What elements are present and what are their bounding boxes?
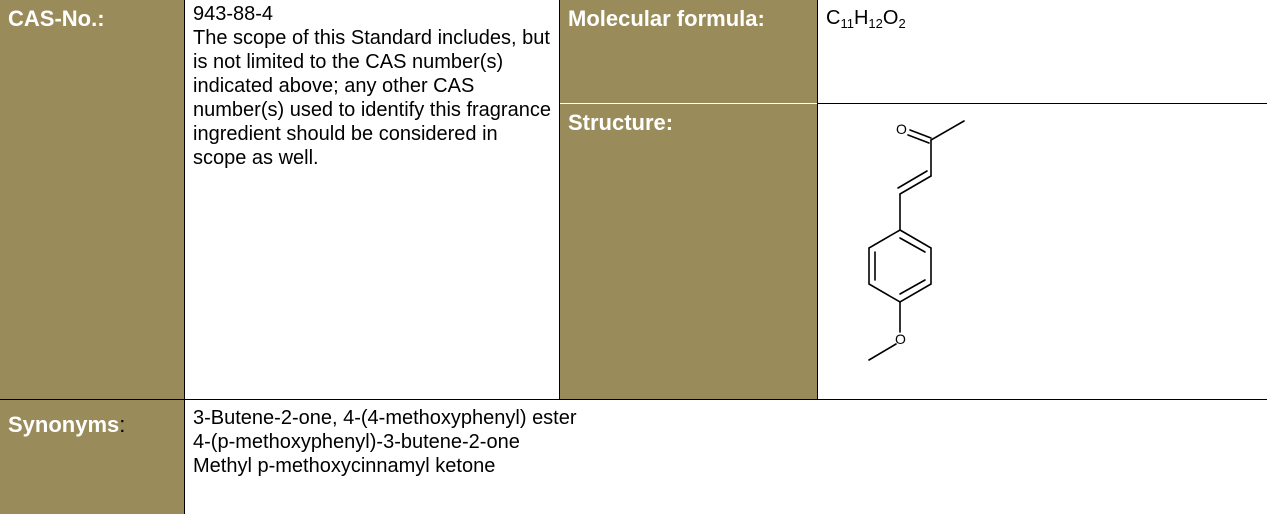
synonym-item: 4-(p-methoxyphenyl)-3-butene-2-one: [193, 431, 520, 453]
structure-diagram: O O: [868, 120, 965, 361]
divider: [560, 103, 817, 104]
cas-scope-note: The scope of this Standard includes, but…: [193, 27, 551, 169]
molecular-formula-label-cell: Molecular formula:: [560, 0, 818, 104]
divider: [817, 103, 1267, 104]
synonym-item: Methyl p-methoxycinnamyl ketone: [193, 455, 496, 477]
synonyms-label-cell: Synonyms:: [0, 400, 185, 514]
divider: [184, 0, 185, 514]
synonyms-colon: :: [119, 412, 126, 437]
carbonyl-oxygen-label: O: [896, 121, 907, 137]
methyl-bond: [930, 120, 965, 141]
synonyms-value-cell: 3-Butene-2-one, 4-(4-methoxyphenyl) este…: [185, 400, 1267, 514]
structure-value-cell: O O: [818, 104, 1267, 400]
ether-oxygen-label: O: [895, 331, 906, 347]
benzene-ring: [868, 229, 932, 303]
molecular-formula-value: C11H12O2: [826, 7, 906, 31]
cas-value-cell: 943-88-4 The scope of this Standard incl…: [185, 0, 560, 400]
synonyms-label: Synonyms: [8, 412, 120, 437]
divider: [817, 0, 818, 400]
ring-inner-2: [899, 279, 926, 295]
molecular-formula-label: Molecular formula:: [568, 6, 765, 31]
methoxy-bond: [868, 343, 897, 361]
divider: [559, 0, 560, 400]
structure-label: Structure:: [568, 110, 674, 135]
carbonyl-bond-1: [909, 129, 932, 139]
cas-number: 943-88-4: [193, 3, 274, 25]
carbonyl-bond-2: [907, 134, 930, 144]
cas-label-cell: CAS-No.:: [0, 0, 185, 400]
alkene-bond-1: [899, 175, 932, 195]
divider: [0, 399, 1267, 400]
molecular-formula-value-cell: C11H12O2: [818, 0, 1267, 104]
alkene-bond-2: [897, 170, 928, 189]
structure-label-cell: Structure:: [560, 104, 818, 400]
synonym-item: 3-Butene-2-one, 4-(4-methoxyphenyl) este…: [193, 407, 577, 429]
ring-inner-1: [899, 237, 926, 253]
cas-label: CAS-No.:: [8, 6, 105, 31]
